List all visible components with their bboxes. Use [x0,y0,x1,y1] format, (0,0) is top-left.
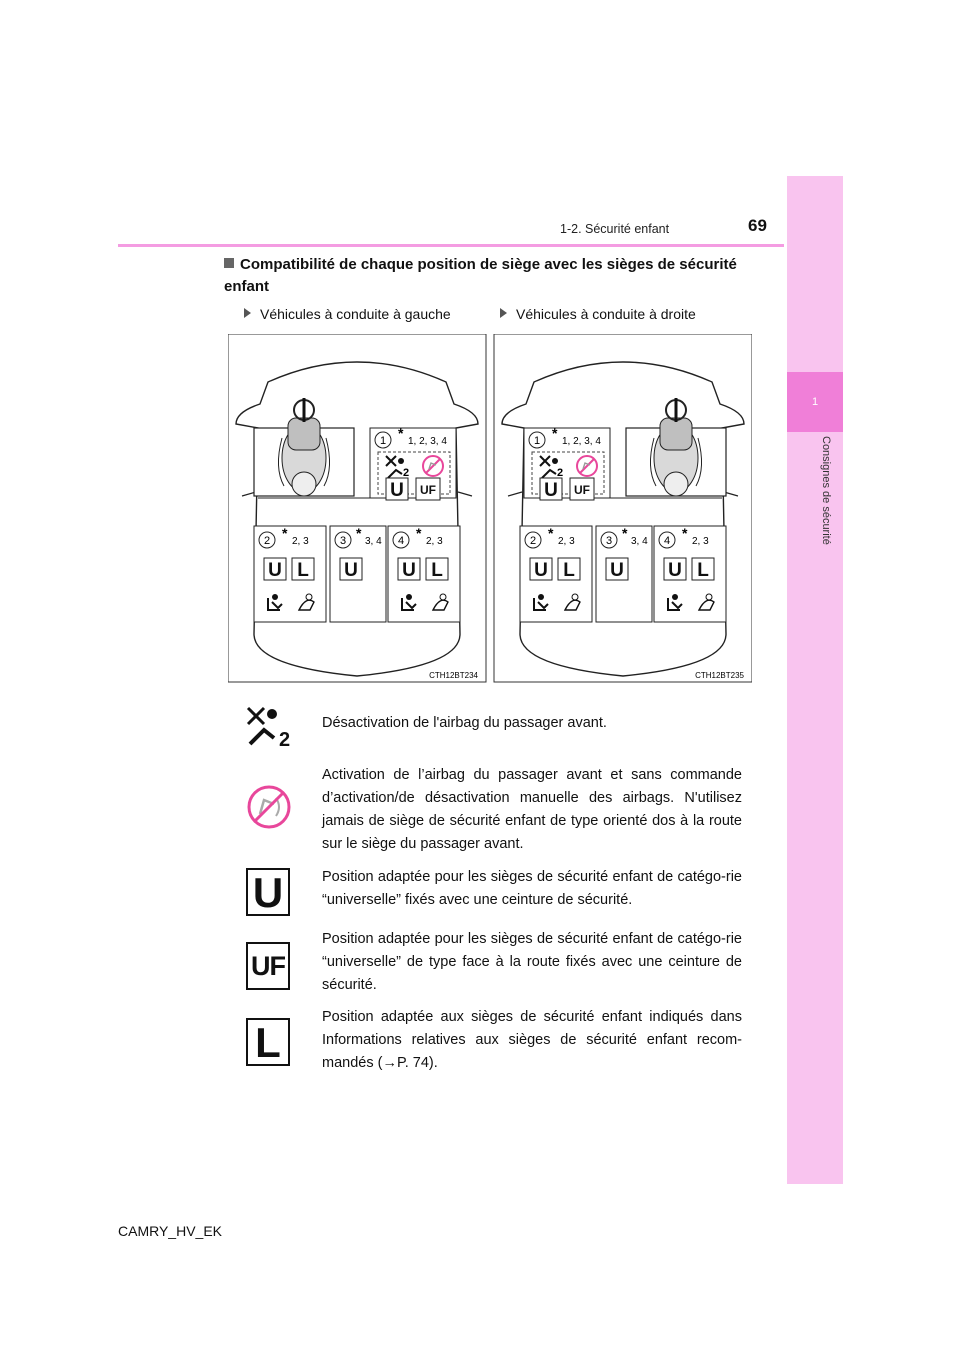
seat-notes: 3, 4 [631,536,648,547]
diagram-left-hand-drive: 1 * 1, 2, 3, 4 2 2 * 2, 3 3 * [228,334,487,683]
seat-1-passenger: 1 * 1, 2, 3, 4 2 [523,425,611,502]
universal-forward-uf-icon: UF [246,942,290,990]
airbag-off-number: 2 [403,467,409,479]
arrow-icon [500,308,507,318]
arrow-icon [244,308,251,318]
seat-number: 4 [398,535,404,547]
side-tab [787,176,843,1184]
asterisk: * [416,525,422,541]
seat-notes: 3, 4 [365,536,382,547]
airbag-off-icon: 2 [246,706,290,748]
seat-number: 1 [380,435,386,447]
isofix-l-icon: L [246,1018,290,1066]
seat-number: 4 [664,535,670,547]
heading-bullet [224,258,234,268]
seat-notes: 1, 2, 3, 4 [562,436,601,447]
seat-3-rear-center: 3 * 3, 4 [595,525,653,623]
seat-4-rear-right: 4 * 2, 3 [653,525,727,623]
subheading-left-hand-drive: Véhicules à conduite à gauche [244,306,451,322]
asterisk: * [356,525,362,541]
no-rear-facing-seat-icon [247,785,291,829]
seat-notes: 1, 2, 3, 4 [408,436,447,447]
seat-notes: 2, 3 [558,536,575,547]
seat-3-rear-center: 3 * 3, 4 [329,525,387,623]
header-rule [118,244,784,247]
seat-1-passenger: 1 * 1, 2, 3, 4 2 [369,425,457,502]
asterisk: * [282,525,288,541]
diagram-right-hand-drive: 1 * 1, 2, 3, 4 2 2 * 2, 3 3 * 3, 4 [493,334,752,683]
legend-text-no-rear-facing: Activation de l’airbag du passager avant… [322,767,742,852]
seat-number: 3 [340,535,346,547]
legend-text-universal-forward: Position adaptée pour les sièges de sécu… [322,931,742,993]
seat-notes: 2, 3 [426,536,443,547]
diagram-code: CTH12BT234 [429,671,478,680]
asterisk: * [552,425,558,441]
legend-text-isofix: Position adaptée aux sièges de sécurité … [322,1009,742,1071]
universal-u-icon: U [246,868,290,916]
subheading-right-hand-drive: Véhicules à conduite à droite [500,306,696,322]
seat-number: 3 [606,535,612,547]
seat-number: 2 [530,535,536,547]
seat-number: 1 [534,435,540,447]
airbag-off-number: 2 [557,467,563,479]
chapter-number: 1 [787,372,843,432]
page-number: 69 [748,216,767,235]
section-title: 1-2. Sécurité enfant [560,222,670,236]
seat-number: 2 [264,535,270,547]
seat-compatibility-diagram: U L UF [228,334,752,683]
seat-2-rear-left: 2 * 2, 3 [253,525,327,623]
asterisk: * [682,525,688,541]
asterisk: * [398,425,404,441]
seat-4-rear-right: 4 * 2, 3 [387,525,461,623]
seat-2-rear-left: 2 * 2, 3 [519,525,593,623]
footer-model-code: CAMRY_HV_EK [118,1223,223,1239]
asterisk: * [622,525,628,541]
legend-text-airbag-off: Désactivation de l'airbag du passager av… [322,715,607,731]
seat-notes: 2, 3 [692,536,709,547]
legend-text-universal: Position adaptée pour les sièges de sécu… [322,869,742,908]
asterisk: * [548,525,554,541]
svg-text:2: 2 [279,729,290,748]
seat-notes: 2, 3 [292,536,309,547]
section-heading: Compatibilité de chaque position de sièg… [224,256,737,295]
chapter-title: Consignes de sécurité [820,436,832,545]
diagram-code: CTH12BT235 [695,671,744,680]
